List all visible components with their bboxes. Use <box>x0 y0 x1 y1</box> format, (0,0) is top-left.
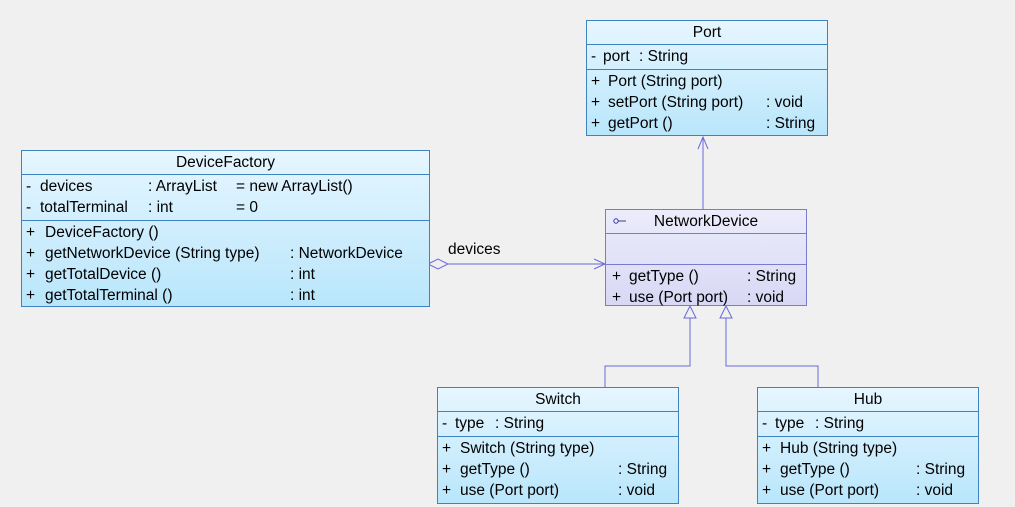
class-title: Port <box>587 21 827 45</box>
operation-row: + DeviceFactory () <box>26 224 159 241</box>
operation-row: + getType () : String <box>442 461 668 478</box>
operation-row: + Hub (String type) <box>762 440 898 457</box>
operation-row: + use (Port port) : void <box>762 482 954 499</box>
operations-section: + Hub (String type) + getType () : Strin… <box>758 437 978 503</box>
operation-row: + getType () : String <box>612 268 797 285</box>
operation-row: + use (Port port) : void <box>612 289 785 306</box>
operations-section: + getType () : String + use (Port port) … <box>606 265 806 310</box>
operation-row: + use (Port port) : void <box>442 482 656 499</box>
operation-row: + getTotalDevice () : int <box>26 266 315 283</box>
operations-section: + Port (String port) + setPort (String p… <box>587 70 827 136</box>
class-devicefactory[interactable]: DeviceFactory - devices : ArrayList = ne… <box>21 150 430 307</box>
realization-networkdevice-port <box>697 135 709 210</box>
attributes-section: - type : String <box>438 412 678 437</box>
attributes-section: - type : String <box>758 412 978 437</box>
attributes-section: - devices : ArrayList = new ArrayList() … <box>22 175 429 221</box>
operation-row: + getPort () : String <box>591 115 816 132</box>
attribute-row: - type : String <box>442 415 545 432</box>
operation-row: + getNetworkDevice (String type) : Netwo… <box>26 245 403 262</box>
attributes-section: - port : String <box>587 45 827 70</box>
operation-row: + Switch (String type) <box>442 440 595 457</box>
generalization-hub-networkdevice <box>719 304 819 387</box>
class-title: Switch <box>438 388 678 412</box>
aggregation-devicefactory-networkdevice <box>426 258 607 270</box>
class-title: NetworkDevice <box>606 210 806 234</box>
operations-section: + DeviceFactory () + getNetworkDevice (S… <box>22 221 429 308</box>
operation-row: + setPort (String port) : void <box>591 94 804 111</box>
class-hub[interactable]: Hub - type : String + Hub (String type) … <box>757 387 979 504</box>
class-networkdevice[interactable]: NetworkDevice + getType () : String + us… <box>605 209 807 306</box>
generalization-switch-networkdevice <box>604 304 697 387</box>
attribute-row: - port : String <box>591 48 689 65</box>
interface-icon <box>613 218 626 224</box>
operation-row: + getTotalTerminal () : int <box>26 287 315 304</box>
operations-section: + Switch (String type) + getType () : St… <box>438 437 678 503</box>
association-label: devices <box>448 241 501 258</box>
class-title: Hub <box>758 388 978 412</box>
operation-row: + Port (String port) <box>591 73 723 90</box>
class-port[interactable]: Port - port : String + Port (String port… <box>586 20 828 136</box>
class-switch[interactable]: Switch - type : String + Switch (String … <box>437 387 679 504</box>
class-title: DeviceFactory <box>22 151 429 175</box>
attribute-row: - type : String <box>762 415 865 432</box>
attribute-row: - totalTerminal : int = 0 <box>26 199 258 216</box>
attribute-row: - devices : ArrayList = new ArrayList() <box>26 178 353 195</box>
attributes-section <box>606 234 806 265</box>
operation-row: + getType () : String <box>762 461 966 478</box>
